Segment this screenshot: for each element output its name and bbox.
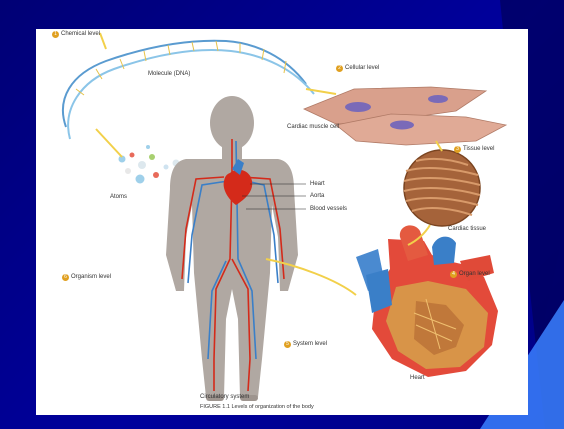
cardiac-muscle-cells bbox=[304, 87, 506, 145]
atoms-cluster bbox=[119, 145, 180, 184]
organ-level-label: 4 Organ level bbox=[450, 271, 490, 278]
heart-illustration bbox=[356, 225, 498, 377]
tissue-level-text: Tissue level bbox=[463, 146, 494, 153]
atoms-label: Atoms bbox=[110, 194, 127, 201]
blood-vessels-label: Blood vessels bbox=[310, 206, 350, 213]
organ-level-badge: 4 bbox=[450, 271, 457, 278]
cellular-level-badge: 2 bbox=[336, 65, 343, 72]
chemical-level-label: 1 Chemical level bbox=[52, 31, 100, 38]
chemical-level-badge: 1 bbox=[52, 31, 59, 38]
system-level-badge: 5 bbox=[284, 341, 291, 348]
chemical-level-text: Chemical level bbox=[61, 31, 100, 38]
cardiac-tissue-label: Cardiac tissue bbox=[448, 226, 486, 233]
organism-level-badge: 6 bbox=[62, 274, 69, 281]
cardiac-muscle-cell-label: Cardiac muscle cell bbox=[287, 124, 339, 131]
system-level-label: 5 System level bbox=[284, 341, 327, 348]
system-name-label: Circulatory system bbox=[200, 394, 249, 401]
aorta-label: Aorta bbox=[310, 193, 324, 200]
illustration-panel: 1 Chemical level 2 Cellular level 3 Tiss… bbox=[36, 29, 528, 415]
cellular-level-label: 2 Cellular level bbox=[336, 65, 379, 72]
heart-organ-label: Heart bbox=[410, 375, 425, 382]
molecule-label: Molecule (DNA) bbox=[148, 71, 190, 78]
tissue-level-label: 3 Tissue level bbox=[454, 146, 494, 153]
tissue-level-badge: 3 bbox=[454, 146, 461, 153]
dna-helix bbox=[63, 41, 314, 139]
cardiac-tissue-sample bbox=[404, 150, 480, 226]
organism-level-text: Organism level bbox=[71, 274, 111, 281]
heart-label: Heart bbox=[310, 181, 325, 188]
organism-level-label: 6 Organism level bbox=[62, 274, 111, 281]
levels-of-organization-illustration bbox=[36, 29, 528, 415]
cellular-level-text: Cellular level bbox=[345, 65, 379, 72]
organ-level-text: Organ level bbox=[459, 271, 490, 278]
system-level-text: System level bbox=[293, 341, 327, 348]
figure-caption: FIGURE 1.1 Levels of organization of the… bbox=[200, 404, 314, 411]
